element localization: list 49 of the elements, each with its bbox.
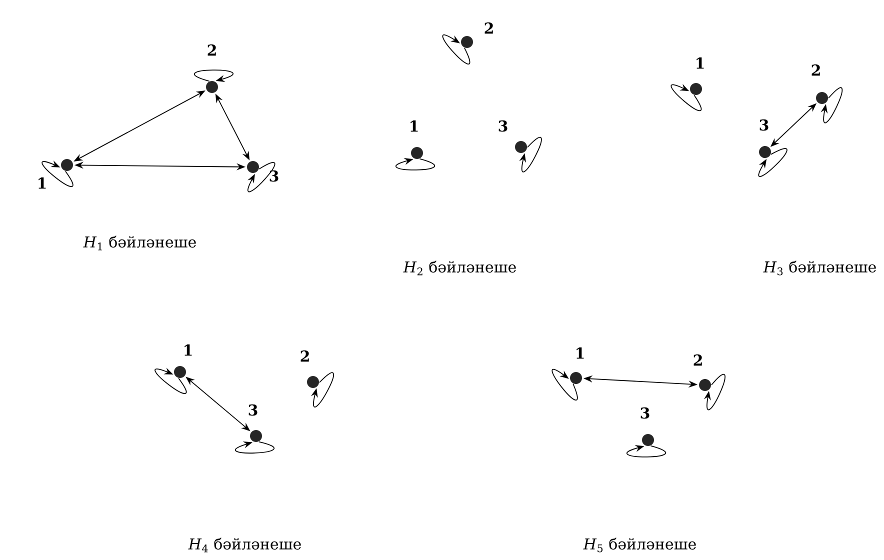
vertex: 2 <box>461 22 493 48</box>
node-label: 3 <box>270 170 278 182</box>
vertex: 1 <box>174 344 192 378</box>
caption: H$_{4}$ бәйләнеше <box>188 538 301 552</box>
loop-arrow <box>154 368 187 394</box>
node-label: 3 <box>248 404 258 416</box>
vertex: 2 <box>812 64 828 104</box>
vertex: 1 <box>38 159 73 189</box>
vertex: 3 <box>248 404 262 442</box>
node-label: 1 <box>410 120 418 132</box>
loop-arrow <box>519 136 542 172</box>
vertex: 3 <box>247 161 278 182</box>
vertex: 1 <box>410 120 423 159</box>
node-label: 2 <box>812 64 820 76</box>
vertex: 3 <box>498 120 527 153</box>
node-label: 1 <box>184 344 192 356</box>
node-label: 3 <box>760 119 768 131</box>
caption: H$_{1}$ бәйләнеше <box>83 236 196 250</box>
node-label: 1 <box>696 57 704 69</box>
loop-arrow <box>234 441 274 454</box>
caption: H$_{3}$ бәйләнеше <box>763 260 876 276</box>
vertex: 2 <box>206 44 218 93</box>
caption: H$_{5}$ бәйләнеше <box>583 538 696 552</box>
node-label: 1 <box>38 177 46 189</box>
vertex: 1 <box>570 347 584 384</box>
node-label: 2 <box>208 44 216 56</box>
loop-arrow <box>670 84 702 112</box>
vertex: 2 <box>694 354 711 391</box>
vertex: 3 <box>640 407 654 446</box>
loop-arrow <box>626 445 666 458</box>
vertex: 2 <box>300 350 319 388</box>
loop-arrow <box>758 148 788 177</box>
loop-arrow <box>820 87 842 124</box>
node-label: 2 <box>300 350 309 362</box>
loop-arrow <box>194 70 234 82</box>
vertex: 3 <box>759 119 771 158</box>
vertex: 1 <box>690 57 704 95</box>
node-label: 1 <box>576 347 584 359</box>
node-label: 3 <box>640 407 650 419</box>
node-label: 2 <box>694 354 702 366</box>
caption: H$_{2}$ бәйләнеше <box>403 260 516 276</box>
node-label: 2 <box>484 22 493 34</box>
loop-arrow <box>396 158 435 170</box>
loop-arrow <box>310 372 334 408</box>
loop-arrow <box>248 162 276 192</box>
loop-arrow <box>442 34 470 64</box>
loop-arrow <box>552 368 578 400</box>
loop-arrow <box>704 374 726 410</box>
node-label: 3 <box>498 120 508 132</box>
